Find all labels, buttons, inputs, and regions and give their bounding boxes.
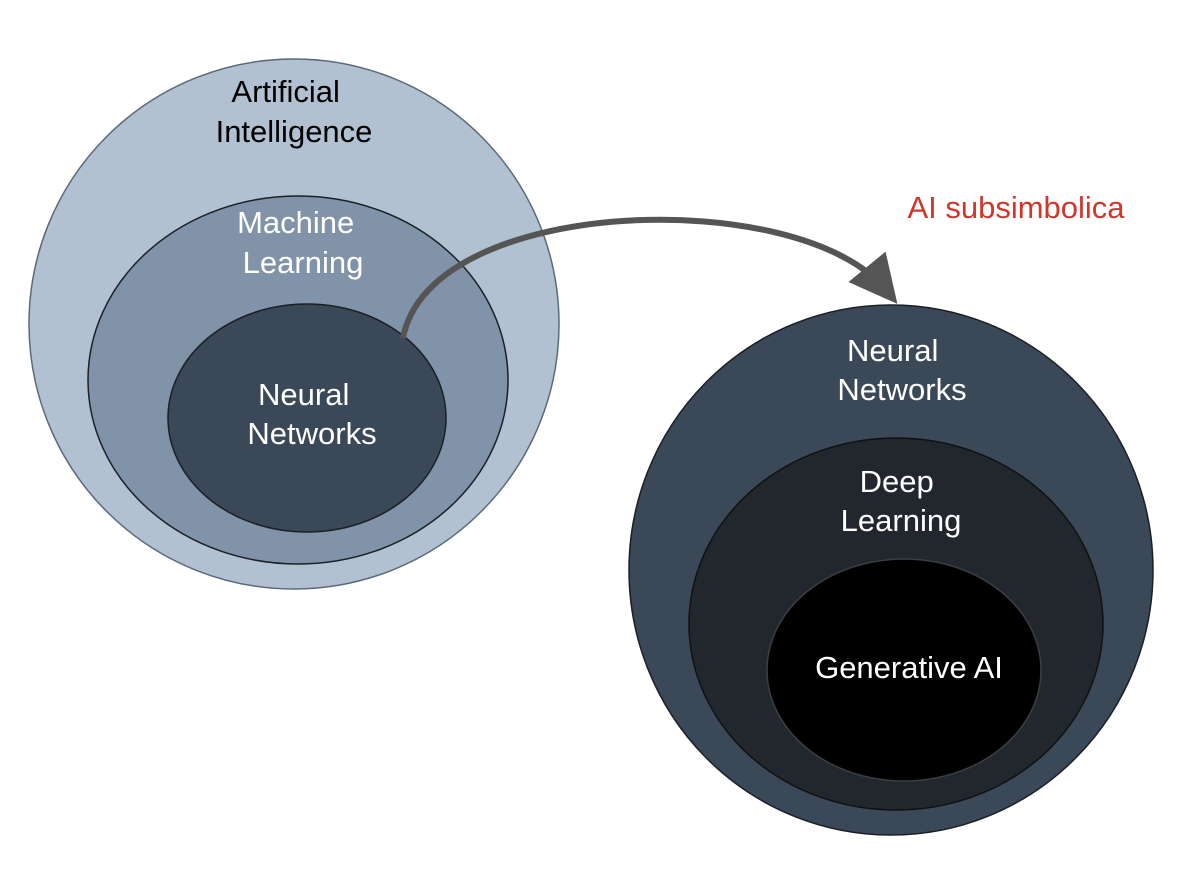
right-middle-label-line1: Deep <box>860 464 934 499</box>
left-outer-label: Artificial Intelligence <box>216 74 373 149</box>
left-inner-circle-neural-networks <box>167 303 447 533</box>
right-middle-label: Deep Learning <box>841 464 962 538</box>
left-inner-label-line2: Networks <box>247 416 376 451</box>
right-outer-label-line1: Neural <box>847 333 938 368</box>
right-inner-label: Generative AI <box>815 650 1003 685</box>
left-middle-label: Machine Learning <box>237 205 363 280</box>
right-outer-label: Neural Networks <box>837 333 966 407</box>
right-inner-label-line1: Generative AI <box>815 650 1003 685</box>
right-outer-label-line2: Networks <box>837 372 966 407</box>
right-middle-label-line2: Learning <box>841 503 962 538</box>
left-inner-label: Neural Networks <box>247 377 376 451</box>
left-outer-label-line1: Artificial <box>231 74 340 109</box>
left-venn-group: Artificial Intelligence Machine Learning… <box>28 58 560 590</box>
left-inner-label-line1: Neural <box>258 377 349 412</box>
right-inner-circle-generative-ai <box>766 558 1042 782</box>
left-outer-label-line2: Intelligence <box>216 114 373 149</box>
left-middle-label-line1: Machine <box>237 205 354 240</box>
right-venn-group: Neural Networks Deep Learning Generative… <box>628 304 1154 836</box>
left-middle-label-line2: Learning <box>243 245 364 280</box>
connector-arrow <box>400 216 898 339</box>
annotation-ai-subsimbolica: AI subsimbolica <box>907 190 1125 225</box>
